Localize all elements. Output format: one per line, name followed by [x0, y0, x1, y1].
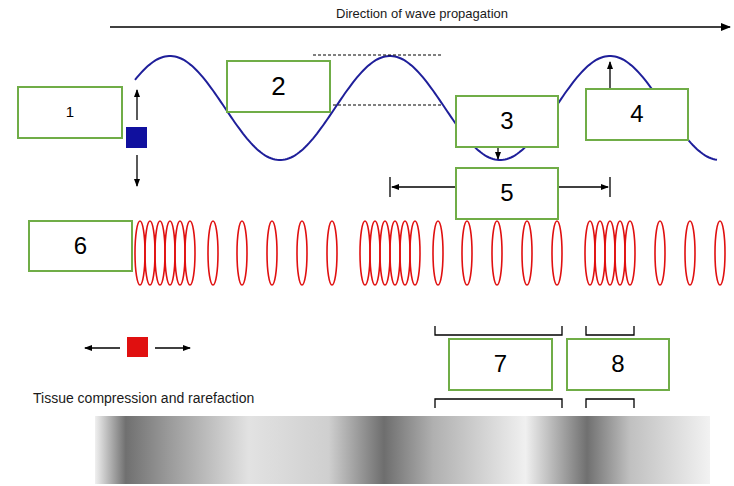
trough-arrow	[497, 148, 498, 159]
pressure-ring	[185, 221, 195, 285]
callout-box: 5	[455, 167, 559, 220]
pressure-ring	[267, 221, 277, 285]
peak-arrow	[609, 62, 610, 90]
callout-number: 8	[611, 351, 624, 377]
pressure-ring	[165, 221, 175, 285]
callout-box: 7	[448, 338, 553, 391]
pressure-ring	[370, 221, 380, 285]
callout-number: 5	[500, 180, 513, 206]
transverse-wave	[135, 56, 717, 160]
pressure-ring	[145, 221, 155, 285]
callout-number: 1	[66, 104, 74, 121]
callout-number: 2	[271, 72, 285, 101]
callout-box: 1	[17, 86, 123, 139]
wavelength-tick	[389, 177, 390, 197]
pressure-ring	[400, 221, 410, 285]
amplitude-line	[313, 55, 443, 56]
propagation-arrow	[110, 26, 730, 27]
pressure-ring	[360, 221, 370, 285]
pressure-ring	[595, 221, 605, 285]
pressure-ring	[390, 221, 400, 285]
pressure-ring	[135, 221, 145, 285]
particle-square	[127, 337, 148, 357]
band-label: Tissue compression and rarefaction	[33, 391, 254, 406]
callout-number: 6	[74, 233, 87, 259]
pressure-ring	[410, 221, 420, 285]
pressure-ring	[585, 221, 595, 285]
pressure-ring	[715, 221, 725, 285]
longitudinal-wave	[135, 221, 725, 285]
callout-box: 6	[28, 220, 133, 272]
wavelength-arrow	[559, 186, 608, 187]
motion-arrow	[136, 90, 137, 120]
callout-box: 2	[226, 60, 331, 113]
pressure-ring	[625, 221, 635, 285]
pressure-ring	[462, 221, 472, 285]
axis-label: Direction of wave propagation	[334, 7, 510, 21]
callout-box: 8	[566, 338, 670, 391]
pressure-ring	[155, 221, 165, 285]
callout-number: 7	[494, 351, 507, 377]
pressure-ring	[615, 221, 625, 285]
pressure-ring	[552, 221, 562, 285]
callout-box: 4	[585, 88, 689, 141]
pressure-ring	[297, 221, 307, 285]
wavelength-tick	[609, 177, 610, 197]
callout-box: 3	[455, 95, 559, 148]
amplitude-line	[333, 105, 443, 106]
pressure-ring	[492, 221, 502, 285]
pressure-ring	[522, 221, 532, 285]
tissue-band	[95, 416, 710, 484]
motion-arrow	[85, 347, 120, 348]
motion-arrow	[136, 155, 137, 186]
pressure-ring	[208, 221, 218, 285]
motion-arrow	[155, 347, 190, 348]
particle-square	[126, 127, 147, 148]
pressure-ring	[380, 221, 390, 285]
pressure-ring	[237, 221, 247, 285]
callout-number: 4	[630, 101, 643, 127]
pressure-ring	[433, 221, 443, 285]
pressure-ring	[655, 221, 665, 285]
wavelength-arrow	[392, 186, 455, 187]
pressure-ring	[327, 221, 337, 285]
pressure-ring	[605, 221, 615, 285]
pressure-ring	[175, 221, 185, 285]
pressure-ring	[685, 221, 695, 285]
callout-number: 3	[500, 108, 513, 134]
